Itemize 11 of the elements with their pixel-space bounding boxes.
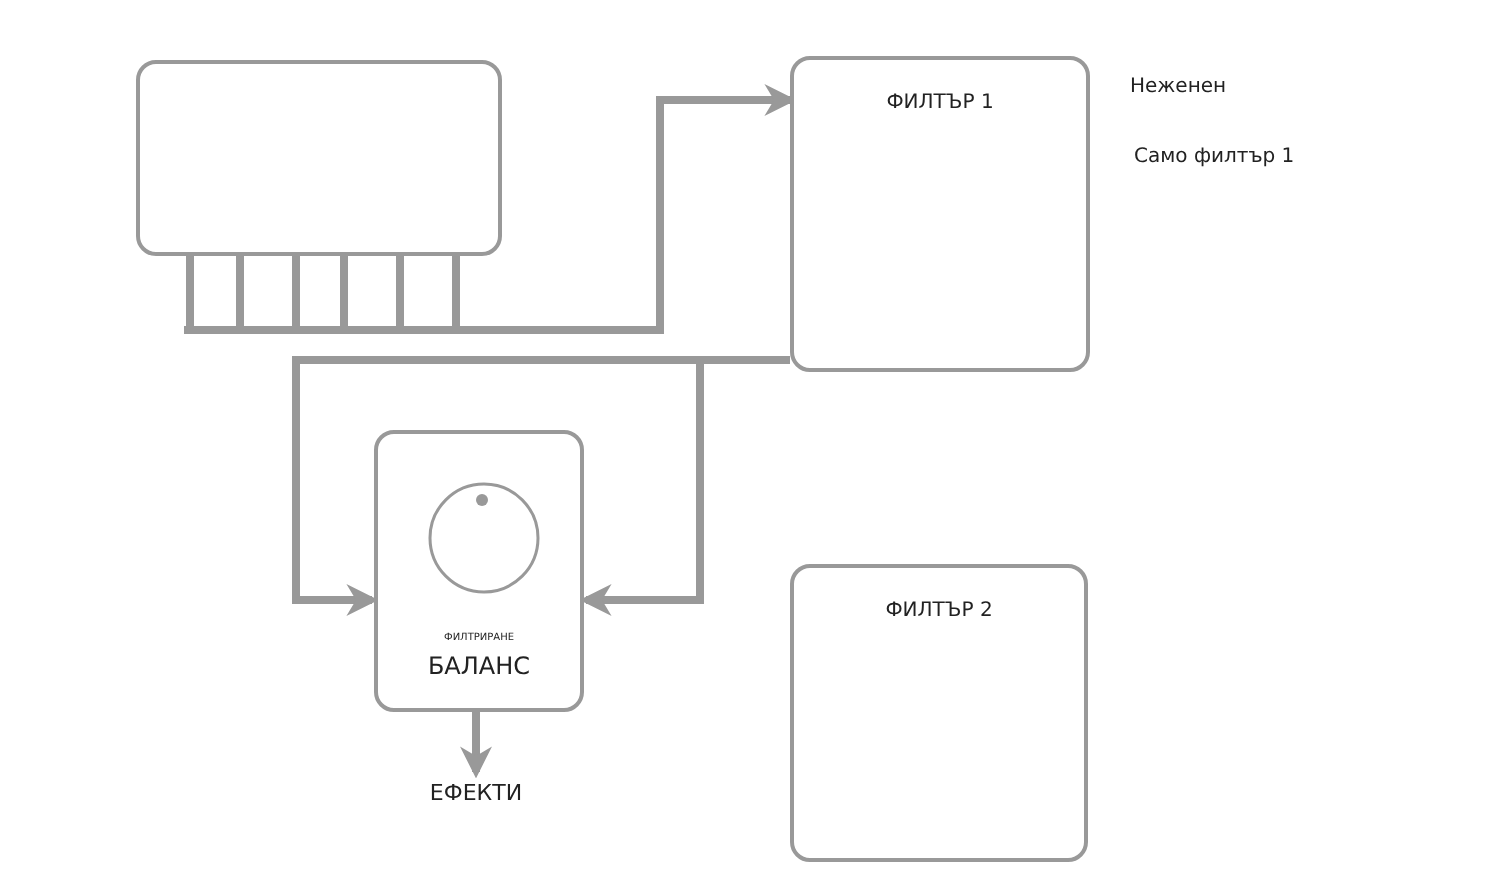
box-title: ФИЛТЪР 2 xyxy=(885,600,993,624)
note-text: Само филтър 1 xyxy=(1134,146,1295,168)
balance-title: БАЛАНС xyxy=(427,651,531,680)
filter-box xyxy=(790,56,1090,372)
output-label: ЕФЕКТИ xyxy=(429,780,523,808)
note-text: Неженен xyxy=(1130,76,1227,98)
filter-box xyxy=(790,564,1088,862)
box-title: ФИЛТЪР 1 xyxy=(886,92,994,116)
arrow xyxy=(460,712,492,779)
balance-box xyxy=(374,430,584,712)
unit-box xyxy=(136,60,502,256)
